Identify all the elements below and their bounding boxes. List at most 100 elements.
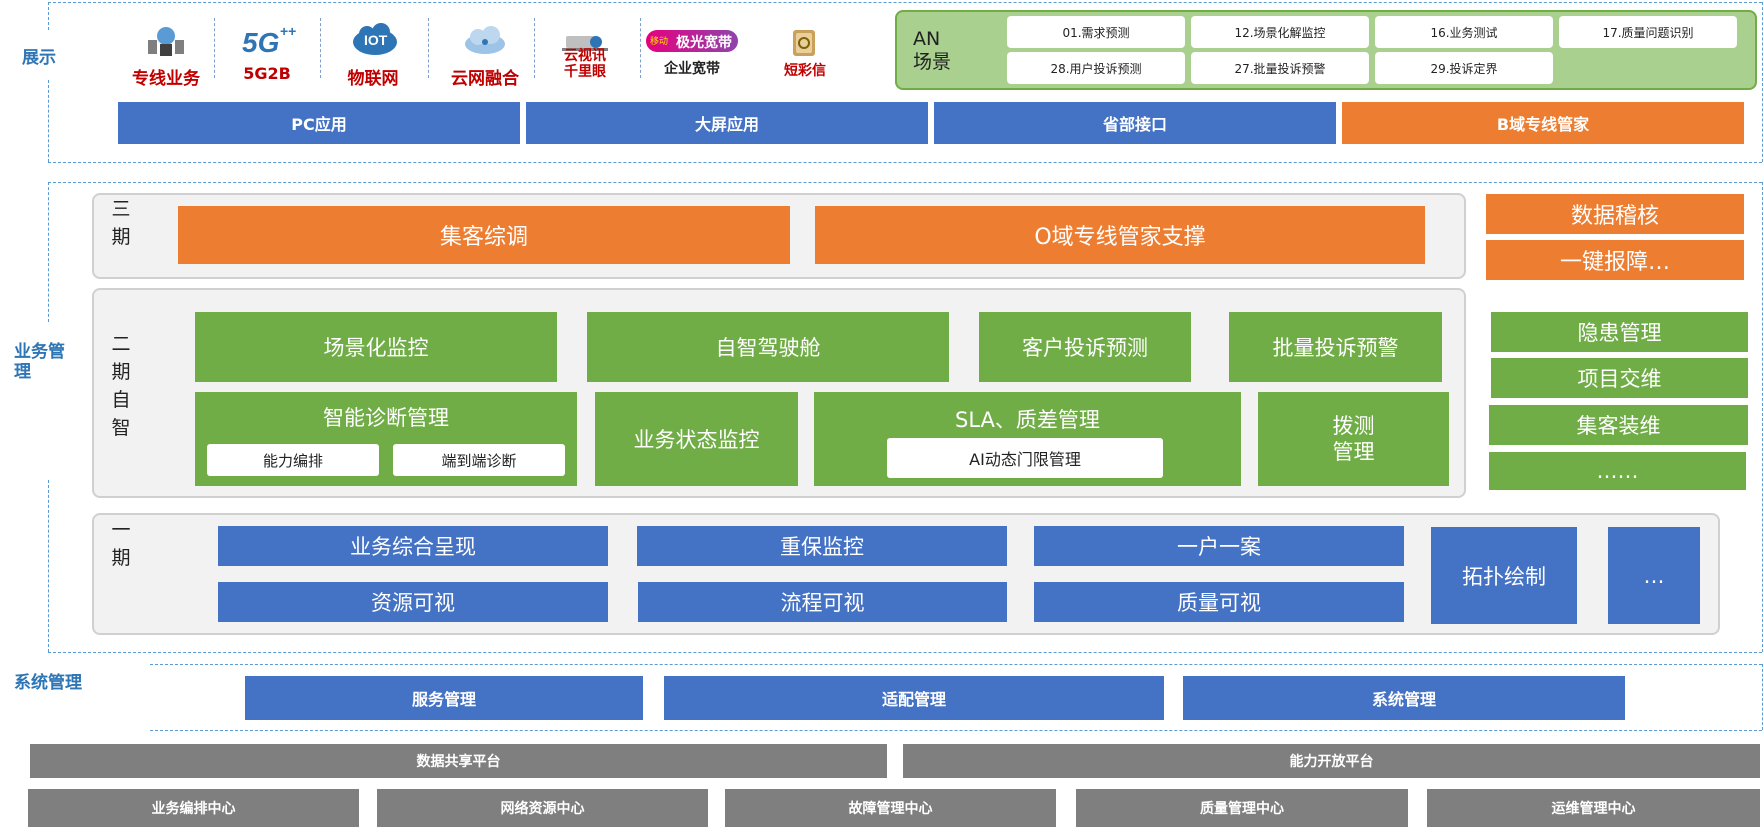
product-sms[interactable]: 短彩信 [760,20,850,90]
product-iot[interactable]: IOT 物联网 [328,20,418,90]
scene-monitoring[interactable]: 场景化监控 [195,312,557,382]
business-frame-top [48,182,1762,183]
quality-management-center[interactable]: 质量管理中心 [1076,789,1408,827]
phase2-label: 二 期 自 智 [111,333,131,439]
an-scenes-panel: AN 场景 01.需求预测 12.场景化解监控 16.业务测试 17.质量问题识… [895,10,1757,90]
an-scene-item[interactable]: 28.用户投诉预测 [1007,52,1185,84]
side-installation-maintenance[interactable]: 集客装维 [1489,405,1748,445]
iot-badge: IOT [364,32,388,48]
operations-management-center[interactable]: 运维管理中心 [1427,789,1760,827]
broadband-logo-text: 极光宽带 [676,35,732,51]
business-frame-left [48,182,49,322]
product-label-video: 云视讯 千里眼 [564,48,606,80]
app-b-domain-manager[interactable]: B域专线管家 [1342,102,1744,144]
phase3-group-service[interactable]: 集客综调 [178,206,790,264]
an-scene-item[interactable]: 29.投诉定界 [1375,52,1553,84]
separator [534,18,535,78]
dial-test-management[interactable]: 拨测 管理 [1258,392,1449,486]
app-pc[interactable]: PC应用 [118,102,520,144]
server-cluster-icon [148,27,184,56]
phase3-o-domain-manager[interactable]: O域专线管家支撑 [815,206,1425,264]
resource-visualization[interactable]: 资源可视 [218,582,608,622]
5g-plus-icon: 5G ++ [242,23,296,58]
data-sharing-platform[interactable]: 数据共享平台 [30,744,887,778]
product-label-broadband: 企业宽带 [664,61,720,77]
system-frame-bottom [150,730,1762,731]
one-customer-one-case[interactable]: 一户一案 [1034,526,1404,566]
separator [320,18,321,78]
iot-cloud-icon [353,23,397,55]
service-status-monitoring[interactable]: 业务状态监控 [595,392,798,486]
app-big-screen[interactable]: 大屏应用 [526,102,928,144]
layer-label-business: 业务管理 [14,342,65,382]
system-frame-right [1762,664,1763,730]
sla-quality-title: SLA、质差管理 [955,408,1100,432]
product-5g2b[interactable]: 5G ++ 5G2B [222,20,312,90]
vip-monitoring[interactable]: 重保监控 [637,526,1007,566]
product-dedicated-line[interactable]: 专线业务 [118,20,214,90]
separator [428,18,429,78]
side-hazard-management[interactable]: 隐患管理 [1491,312,1748,352]
product-label-5g2b: 5G2B [243,64,291,83]
phase3-label: 三 期 [111,198,131,248]
complaint-prediction[interactable]: 客户投诉预测 [979,312,1191,382]
product-label-dedicated: 专线业务 [132,69,200,89]
product-label-cloud-network: 云网融合 [451,69,519,89]
side-project-handover[interactable]: 项目交维 [1491,358,1748,398]
fault-management-center[interactable]: 故障管理中心 [725,789,1056,827]
an-scenes-title: AN 场景 [913,28,952,73]
batch-complaint-alert[interactable]: 批量投诉预警 [1229,312,1442,382]
svg-text:++: ++ [280,23,296,39]
svg-text:5G: 5G [242,27,279,58]
product-enterprise-broadband[interactable]: 移动 极光宽带 企业宽带 [642,20,742,90]
separator [640,18,641,78]
product-label-sms: 短彩信 [784,63,826,79]
service-orchestration-center[interactable]: 业务编排中心 [28,789,359,827]
display-frame-top [48,2,1762,3]
capability-open-platform[interactable]: 能力开放平台 [903,744,1760,778]
business-frame-bottom [48,652,1762,653]
ai-dynamic-threshold[interactable]: AI动态门限管理 [887,438,1163,478]
broadband-logo-small: 移动 [650,37,669,47]
capability-orchestration[interactable]: 能力编排 [207,444,379,476]
separator [214,18,215,78]
side-data-audit[interactable]: 数据稽核 [1486,194,1744,234]
side-one-click-report[interactable]: 一键报障… [1486,240,1744,280]
display-frame-right [1762,2,1763,162]
service-overview[interactable]: 业务综合呈现 [218,526,608,566]
adaptation-management[interactable]: 适配管理 [664,676,1164,720]
side-more[interactable]: …… [1489,452,1746,490]
business-frame-right [1762,182,1763,652]
business-frame-left-lower [48,480,49,652]
system-frame-top [150,664,1762,665]
end-to-end-diagnosis[interactable]: 端到端诊断 [393,444,565,476]
an-scene-item[interactable]: 12.场景化解监控 [1191,16,1369,48]
layer-label-system: 系统管理 [14,673,82,693]
display-frame-bottom [48,162,1762,163]
product-label-iot: 物联网 [347,69,399,89]
phase1-more[interactable]: … [1608,527,1700,624]
an-scene-item[interactable]: 27.批量投诉预警 [1191,52,1369,84]
an-scene-item[interactable]: 01.需求预测 [1007,16,1185,48]
autonomous-cockpit[interactable]: 自智驾驶舱 [587,312,949,382]
camera-icon [562,36,608,51]
service-management[interactable]: 服务管理 [245,676,643,720]
display-frame-left-lower [48,80,49,162]
display-frame-left [48,2,49,30]
an-scene-item[interactable]: 17.质量问题识别 [1559,16,1737,48]
quality-visualization[interactable]: 质量可视 [1034,582,1404,622]
topology-drawing[interactable]: 拓扑绘制 [1431,527,1577,624]
message-book-icon [793,30,815,56]
product-video[interactable]: 云视讯 千里眼 [540,20,630,90]
an-scene-item[interactable]: 16.业务测试 [1375,16,1553,48]
system-management[interactable]: 系统管理 [1183,676,1625,720]
intelligent-diagnosis-title: 智能诊断管理 [323,406,449,430]
cloud-network-icon [465,26,505,54]
process-visualization[interactable]: 流程可视 [638,582,1007,622]
product-cloud-network[interactable]: 云网融合 [440,20,530,90]
broadband-logo-icon [646,30,738,52]
phase1-label: 一 期 [111,519,131,569]
network-resource-center[interactable]: 网络资源中心 [377,789,708,827]
app-province-interface[interactable]: 省部接口 [934,102,1336,144]
layer-label-display: 展示 [22,48,56,68]
